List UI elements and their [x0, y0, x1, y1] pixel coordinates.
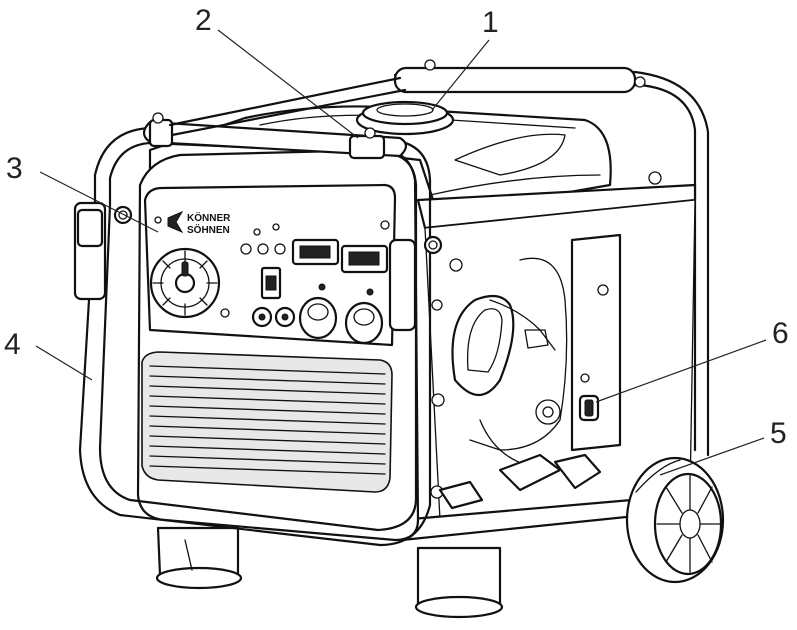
engine-side	[416, 183, 697, 521]
callout-2: 2	[195, 4, 359, 139]
wheel	[625, 456, 725, 584]
vent-grille	[141, 351, 393, 493]
eco-switch	[260, 266, 282, 300]
front-left-foot	[155, 526, 243, 590]
svg-text:5: 5	[770, 417, 787, 450]
ac-outlet-2	[344, 288, 384, 345]
front-right-foot	[414, 546, 504, 619]
callouts: 1 2 3 4 5 6	[4, 4, 789, 476]
svg-text:3: 3	[6, 152, 23, 185]
svg-text:4: 4	[4, 328, 21, 361]
svg-text:2: 2	[195, 4, 212, 37]
drain-plug	[578, 394, 600, 422]
brand-line-2: SÖHNEN	[187, 223, 230, 236]
brand-line-1: KÖNNER	[187, 211, 231, 224]
frame	[73, 59, 662, 547]
callout-4: 4	[4, 328, 93, 381]
callout-6: 6	[595, 317, 789, 403]
svg-text:6: 6	[772, 317, 789, 350]
svg-text:1: 1	[482, 6, 499, 39]
rear-frame	[393, 66, 710, 457]
meter-displays	[291, 238, 389, 274]
callout-3: 3	[6, 152, 159, 233]
brand-logo: KÖNNER SÖHNEN	[167, 210, 231, 236]
dc-sockets	[251, 306, 296, 328]
control-panel: KÖNNER SÖHNEN	[143, 183, 397, 347]
engine-switch-dial	[149, 247, 221, 319]
indicator-lights	[240, 223, 286, 255]
ac-outlet-1	[298, 283, 338, 340]
callout-5: 5	[659, 417, 787, 476]
fuel-tank-cap	[355, 100, 455, 136]
callout-1: 1	[431, 6, 499, 111]
